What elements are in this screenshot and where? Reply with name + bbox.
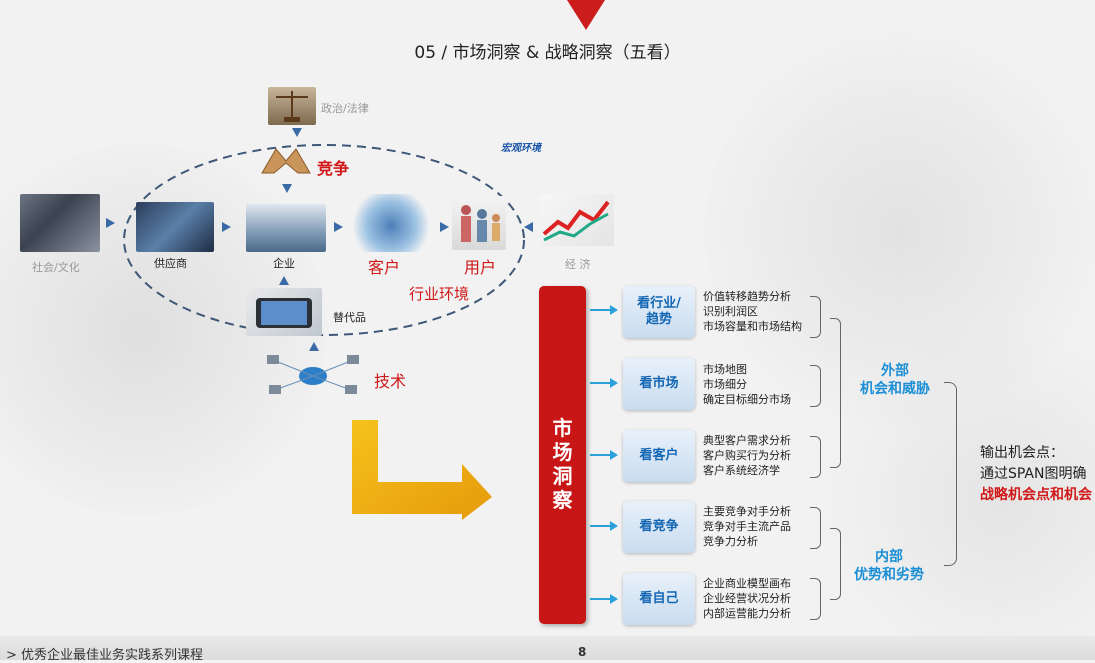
brace-self: [810, 578, 821, 620]
output-line3: 战略机会点和机会: [980, 487, 1092, 503]
arrow-enterprise-to-customer: [334, 222, 343, 232]
technology-label: 技术: [374, 372, 407, 391]
brace-external: [830, 318, 841, 468]
enterprise-label: 企业: [273, 257, 295, 270]
internal-title: 内部: [875, 549, 903, 565]
brace-customer: [810, 436, 821, 478]
look-industry-details: 价值转移趋势分析 识别利润区 市场容量和市场结构: [703, 289, 802, 334]
arrow-supplier-to-enterprise: [222, 222, 231, 232]
family-icon: [461, 205, 500, 242]
scales-image: [268, 87, 316, 125]
arrow-to-look-self: [590, 594, 618, 604]
external-subtitle: 机会和威胁: [860, 381, 930, 397]
detail-item: 企业经营状况分析: [703, 592, 791, 605]
society-label: 社会/文化: [32, 261, 80, 274]
detail-item: 竞争对手主流产品: [703, 520, 791, 533]
arrow-substitute-to-enterprise: [279, 276, 289, 285]
economy-label: 经 济: [565, 258, 591, 271]
detail-item: 市场细分: [703, 378, 747, 391]
output-line2: 通过SPAN图明确: [980, 466, 1087, 482]
industry-ellipse: [123, 144, 525, 336]
brace-competition: [810, 507, 821, 549]
substitute-label: 替代品: [333, 311, 366, 324]
look-industry-label: 看行业/趋势: [637, 296, 681, 327]
market-insight-bar: 市场洞察: [539, 286, 586, 624]
yellow-flow-arrow: [352, 420, 492, 520]
brace-market: [810, 365, 821, 407]
brace-internal: [830, 528, 841, 600]
arrow-technology-to-substitute: [309, 342, 319, 351]
look-self-label: 看自己: [639, 591, 679, 606]
look-market-box: 看市场: [623, 358, 695, 410]
look-market-label: 看市场: [639, 376, 679, 391]
header-red-triangle: [548, 0, 624, 30]
page-title: 05 / 市场洞察 & 战略洞察（五看）: [414, 43, 681, 63]
arrow-society-to-supplier: [106, 218, 115, 228]
smartphone-icon: [256, 298, 312, 328]
family-image: [452, 196, 506, 250]
macro-environment-label: 宏观环境: [501, 143, 541, 154]
look-competition-label: 看竞争: [639, 519, 679, 534]
logistics-image: [346, 194, 436, 252]
look-competition-details: 主要竞争对手分析 竞争对手主流产品 竞争力分析: [703, 504, 791, 549]
detail-item: 价值转移趋势分析: [703, 290, 791, 303]
detail-item: 客户系统经济学: [703, 464, 780, 477]
arrow-to-look-market: [590, 378, 618, 388]
internal-group-label: 内部 优势和劣势: [846, 548, 932, 584]
external-group-label: 外部 机会和威胁: [852, 362, 938, 398]
detail-item: 确定目标细分市场: [703, 393, 791, 406]
external-title: 外部: [881, 363, 909, 379]
brace-output: [944, 382, 957, 566]
detail-item: 识别利润区: [703, 305, 758, 318]
industry-environment-label: 行业环境: [409, 285, 470, 303]
user-label: 用户: [464, 258, 497, 277]
arrow-politics-to-competition: [292, 128, 302, 137]
detail-item: 市场地图: [703, 363, 747, 376]
supplier-handshake-image: [136, 202, 214, 252]
look-customer-label: 看客户: [639, 448, 679, 463]
customer-label: 客户: [368, 258, 401, 277]
competition-label: 竞争: [317, 159, 350, 178]
footer-bar: > 优秀企业最佳业务实践系列课程: [0, 636, 1095, 663]
detail-item: 竞争力分析: [703, 535, 758, 548]
market-insight-label: 市场洞察: [552, 416, 573, 512]
economy-chart-image: [540, 194, 614, 246]
market-insight-text: 市场洞察: [539, 416, 586, 512]
detail-item: 主要竞争对手分析: [703, 505, 791, 518]
detail-item: 内部运营能力分析: [703, 607, 791, 620]
look-self-details: 企业商业模型画布 企业经营状况分析 内部运营能力分析: [703, 576, 791, 621]
detail-item: 企业商业模型画布: [703, 577, 791, 590]
economy-trend-icon: [542, 200, 610, 242]
arrow-to-look-industry: [590, 305, 618, 315]
arrow-to-look-competition: [590, 521, 618, 531]
factory-image: [246, 204, 326, 252]
competition-handshake-icon: [261, 148, 311, 174]
look-competition-box: 看竞争: [623, 501, 695, 553]
page-number: 8: [578, 645, 587, 659]
detail-item: 市场容量和市场结构: [703, 320, 802, 333]
arrow-competition-to-enterprise: [282, 184, 292, 193]
arrow-economy-to-user: [524, 222, 533, 232]
politics-label: 政治/法律: [321, 102, 369, 115]
look-industry-box: 看行业/趋势: [623, 286, 695, 338]
look-market-details: 市场地图 市场细分 确定目标细分市场: [703, 362, 791, 407]
arrow-to-look-customer: [590, 450, 618, 460]
arrow-customer-to-user: [440, 222, 449, 232]
smartphone-image: [246, 288, 322, 336]
detail-item: 典型客户需求分析: [703, 434, 791, 447]
look-customer-box: 看客户: [623, 430, 695, 482]
scales-icon: [276, 91, 308, 122]
brace-industry: [810, 296, 821, 338]
detail-item: 客户购买行为分析: [703, 449, 791, 462]
output-text: 输出机会点： 通过SPAN图明确 战略机会点和机会: [980, 443, 1092, 506]
output-line1: 输出机会点：: [980, 445, 1064, 461]
supplier-label: 供应商: [154, 257, 187, 270]
internal-subtitle: 优势和劣势: [854, 567, 924, 583]
footer-text: > 优秀企业最佳业务实践系列课程: [6, 648, 204, 663]
look-customer-details: 典型客户需求分析 客户购买行为分析 客户系统经济学: [703, 433, 791, 478]
technology-network-icon: [267, 355, 359, 394]
crowd-image: [20, 194, 100, 252]
look-self-box: 看自己: [623, 573, 695, 625]
